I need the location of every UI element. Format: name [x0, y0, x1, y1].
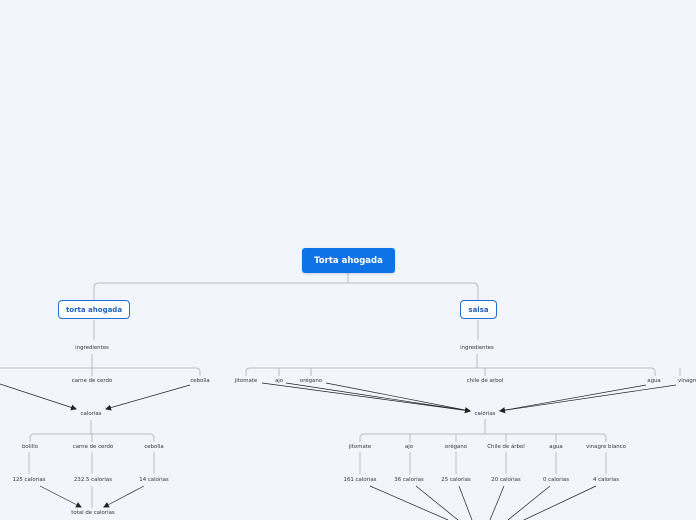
- right-calories-label[interactable]: calorias: [474, 411, 496, 417]
- left-ingredient-cebolla[interactable]: cebolla: [190, 378, 210, 384]
- arrow-right-val-5: [507, 485, 551, 520]
- right-calories-chile[interactable]: 20 calorias: [491, 477, 521, 483]
- connector-left-ingredient-bar: [0, 354, 201, 376]
- right-item-chile[interactable]: Chile de árbol: [487, 444, 525, 450]
- main-topic-salsa[interactable]: salsa: [460, 300, 497, 319]
- arrow-right-ing-3: [325, 382, 471, 413]
- right-ingredient-vinagre[interactable]: vinagre: [678, 378, 696, 384]
- right-item-vinagre[interactable]: vinagre blanco: [586, 444, 626, 450]
- right-ingredient-oregano[interactable]: orégano: [299, 378, 323, 384]
- arrow-left-ing-2: [105, 384, 191, 411]
- left-calories-label[interactable]: calorias: [80, 411, 102, 417]
- right-calories-oregano[interactable]: 25 calorias: [441, 477, 471, 483]
- left-total-calories[interactable]: total de calorias: [71, 510, 115, 516]
- right-item-oregano[interactable]: orégano: [444, 444, 468, 450]
- arrow-right-val-6: [523, 485, 597, 520]
- left-calories-cebolla[interactable]: 14 calorias: [139, 477, 169, 483]
- right-ingredient-chile[interactable]: chile de arbol: [466, 378, 504, 384]
- arrow-right-ing-4: [499, 384, 647, 414]
- arrow-right-ing-5: [499, 384, 677, 414]
- connector-root: [93, 273, 479, 300]
- root-topic[interactable]: Torta ahogada: [302, 248, 395, 273]
- right-item-agua[interactable]: agua: [549, 444, 563, 450]
- left-calories-carne[interactable]: 232.5 calorias: [73, 477, 113, 483]
- left-ingredients-label[interactable]: ingredientes: [75, 345, 109, 351]
- arrow-right-val-2: [415, 485, 459, 520]
- arrow-right-val-3: [458, 485, 473, 520]
- right-calories-jitomate[interactable]: 161 calorias: [343, 477, 377, 483]
- arrow-right-ing-2: [285, 382, 471, 414]
- left-item-cebolla[interactable]: cebolla: [144, 444, 164, 450]
- right-ingredient-agua[interactable]: agua: [647, 378, 661, 384]
- connector-left-items: [29, 420, 155, 442]
- right-item-ajo[interactable]: ajo: [404, 444, 414, 450]
- right-ingredient-jitomate[interactable]: jitomate: [234, 378, 258, 384]
- left-item-carne[interactable]: carne de cerdo: [72, 444, 114, 450]
- connector-right-ingredient-bar: [245, 354, 681, 376]
- right-ingredient-ajo[interactable]: ajo: [274, 378, 284, 384]
- arrow-left-val-2: [103, 485, 145, 508]
- arrow-left-ing-1: [0, 383, 77, 411]
- right-ingredients-label[interactable]: ingredientes: [460, 345, 494, 351]
- right-calories-vinagre[interactable]: 4 calorias: [592, 477, 620, 483]
- right-item-jitomate[interactable]: jitomate: [348, 444, 372, 450]
- right-calories-agua[interactable]: 0 calorias: [542, 477, 570, 483]
- left-item-bolillo[interactable]: bolillo: [21, 444, 39, 450]
- arrow-right-val-4: [489, 485, 505, 520]
- arrow-right-ing-1: [261, 382, 471, 414]
- connector-left-values: [28, 452, 155, 474]
- connector-right-values: [359, 452, 607, 474]
- left-calories-bolillo[interactable]: 125 calorias: [12, 477, 46, 483]
- arrow-left-val-1: [39, 485, 82, 508]
- connector-right-items: [359, 419, 607, 442]
- left-ingredient-carne[interactable]: carne de cerdo: [71, 378, 113, 384]
- right-calories-ajo[interactable]: 36 calorias: [394, 477, 424, 483]
- arrow-right-val-1: [369, 485, 449, 520]
- main-topic-torta-ahogada[interactable]: torta ahogada: [58, 300, 130, 319]
